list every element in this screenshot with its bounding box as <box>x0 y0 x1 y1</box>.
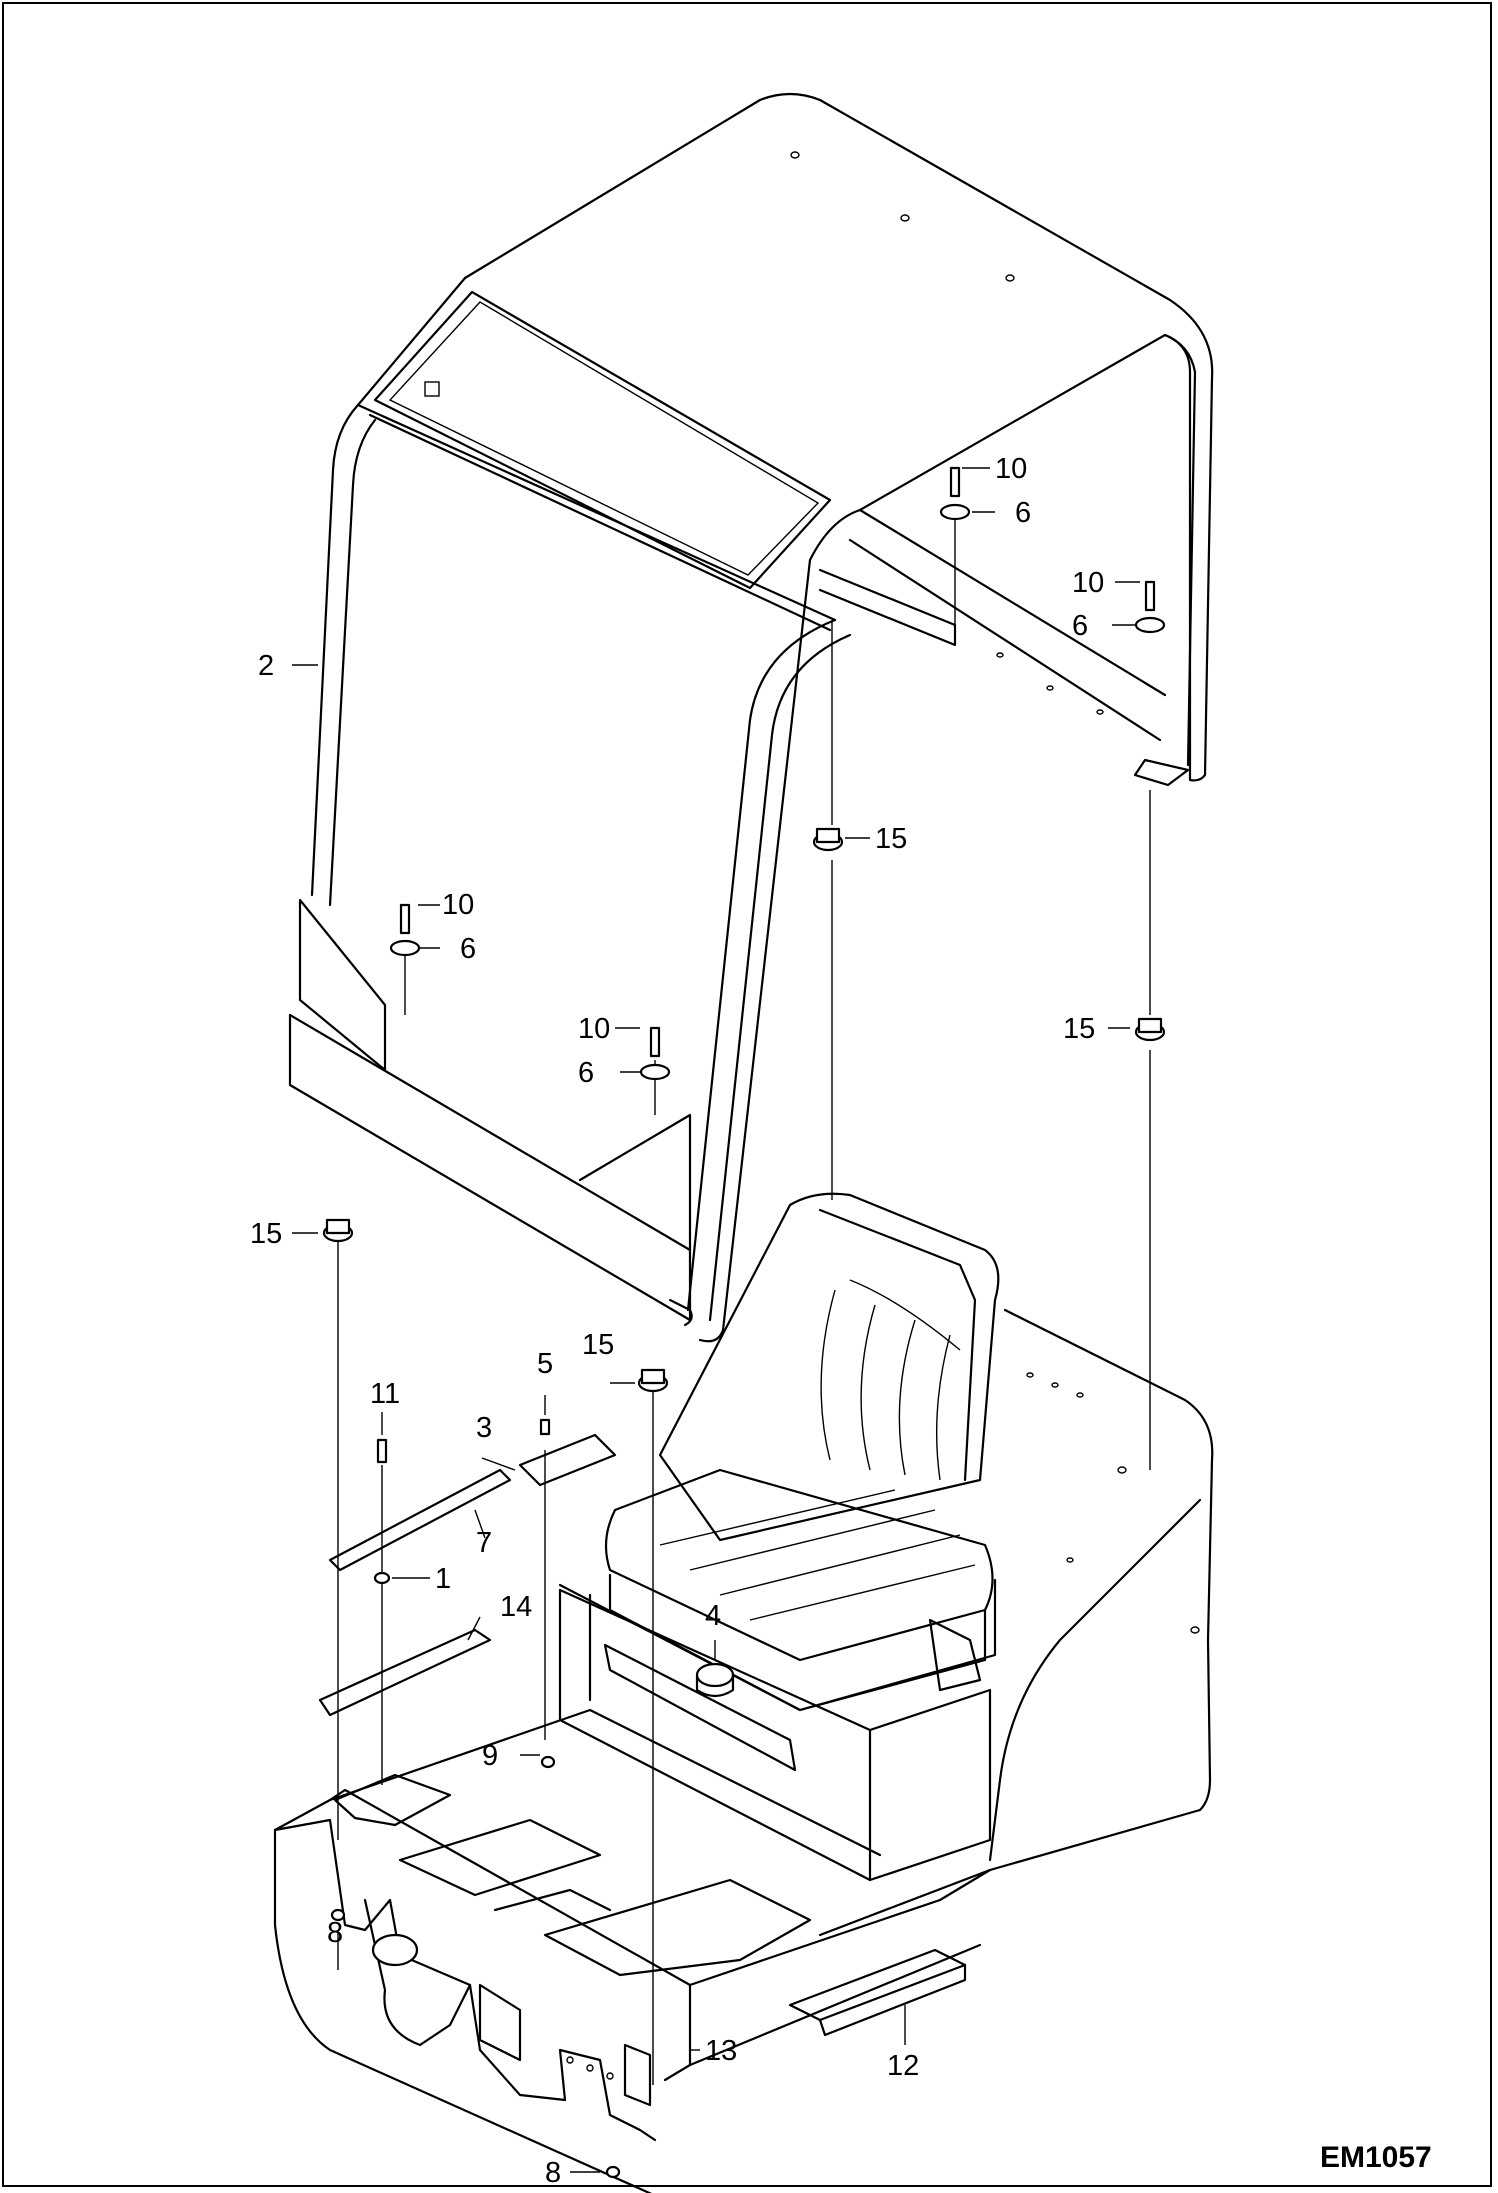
screw-5 <box>539 1418 551 1436</box>
callout-10-mid: 10 <box>578 1013 610 1045</box>
bolt-10c <box>949 466 961 498</box>
drawing-code: EM1057 <box>1320 2141 1432 2174</box>
operator-platform <box>273 1308 1214 2193</box>
callout-15-rear-right: 15 <box>1063 1013 1095 1045</box>
nut-9 <box>540 1755 556 1769</box>
callout-10-left: 10 <box>442 889 474 921</box>
callout-9: 9 <box>482 1740 498 1772</box>
callout-14: 14 <box>500 1591 532 1623</box>
isolator-15-rear-left <box>812 827 844 852</box>
callout-8-front: 8 <box>327 1917 343 1949</box>
callout-4: 4 <box>705 1600 721 1632</box>
callout-11: 11 <box>370 1378 400 1410</box>
callout-12: 12 <box>887 2050 919 2082</box>
callout-6-right: 6 <box>1072 610 1088 642</box>
washer-6a <box>389 939 421 957</box>
callout-8-bottom: 8 <box>545 2157 561 2189</box>
operator-seat <box>558 1192 1000 1712</box>
callout-10-right: 10 <box>1072 567 1104 599</box>
bolt-10d <box>1144 580 1156 612</box>
callout-5: 5 <box>537 1348 553 1380</box>
isolator-15-front-left <box>322 1218 354 1243</box>
callout-1: 1 <box>435 1563 451 1595</box>
callout-15-front-right: 15 <box>582 1329 614 1361</box>
callout-6-left: 6 <box>460 933 476 965</box>
washer-6c <box>939 503 971 521</box>
callout-10-top: 10 <box>995 453 1027 485</box>
washer-6d <box>1134 616 1166 634</box>
callout-3: 3 <box>476 1412 492 1444</box>
washer-6b <box>639 1063 671 1081</box>
isolator-15-front-right <box>637 1368 669 1393</box>
nut-8a <box>330 1908 346 1922</box>
nut-1 <box>373 1571 391 1585</box>
callout-15-rear-left: 15 <box>875 823 907 855</box>
callout-7: 7 <box>476 1527 492 1559</box>
nut-8b <box>605 2165 621 2179</box>
callout-6-top: 6 <box>1015 497 1031 529</box>
bolt-10a <box>399 903 411 935</box>
callout-6-mid: 6 <box>578 1057 594 1089</box>
callout-2: 2 <box>258 650 274 682</box>
callout-labels: 2 10 6 10 6 10 6 10 6 15 15 15 15 5 11 3… <box>250 453 1104 2189</box>
bolt-10b <box>649 1026 661 1058</box>
mount-hardware <box>292 466 1166 2179</box>
callout-15-front-left: 15 <box>250 1218 282 1250</box>
isolator-15-rear-right <box>1134 1017 1166 1042</box>
bolt-11 <box>376 1438 388 1464</box>
canopy <box>288 92 1214 1343</box>
callout-13: 13 <box>705 2035 737 2067</box>
